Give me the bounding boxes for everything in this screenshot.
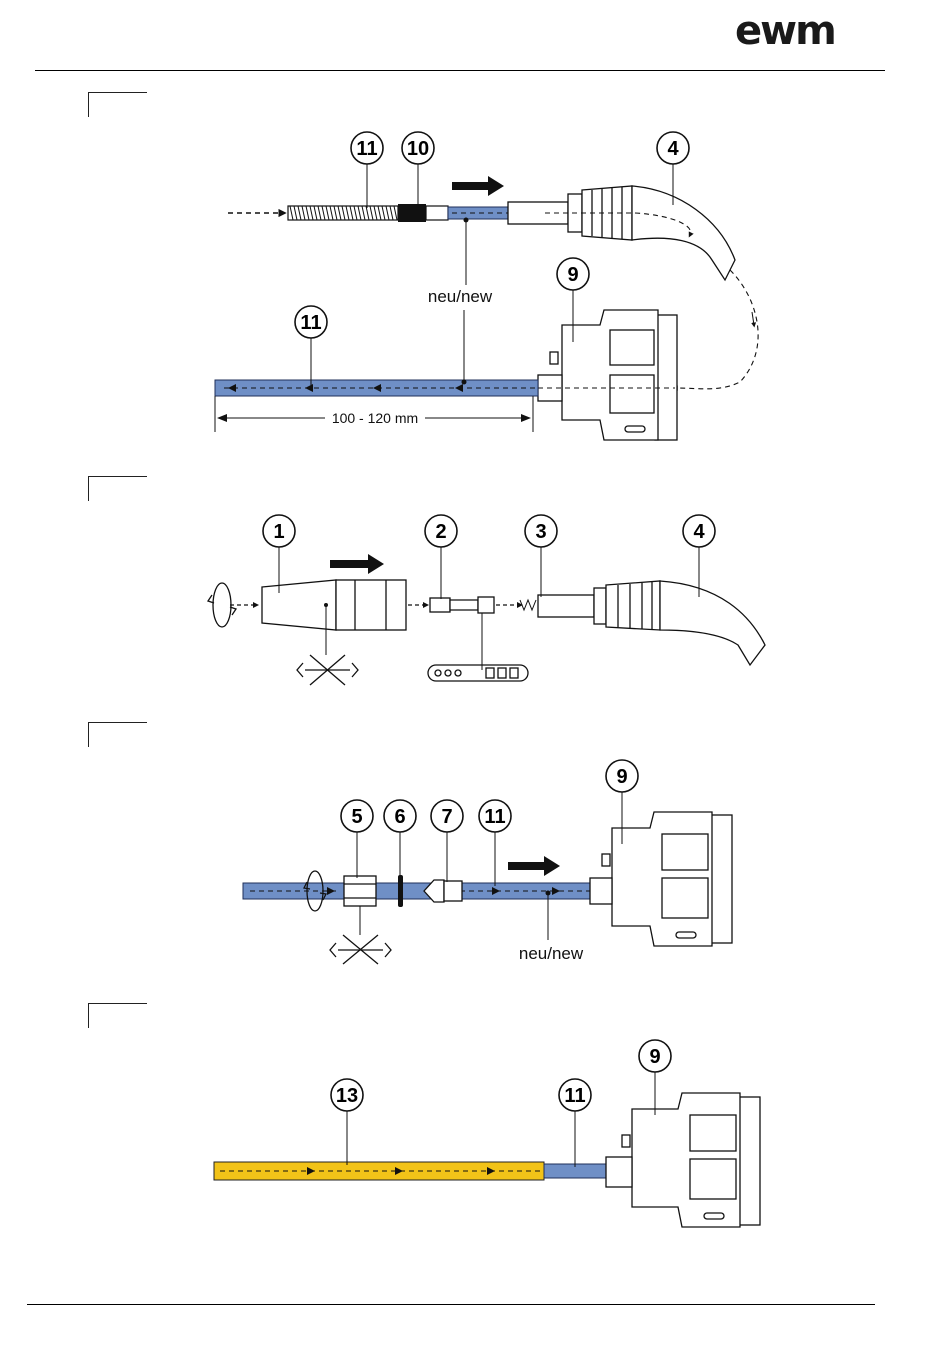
step-marker-1 <box>88 92 147 117</box>
callout-6: 6 <box>384 800 416 876</box>
pull-direction-arrow <box>330 554 384 574</box>
ewm-logo: ewm <box>735 6 875 56</box>
svg-text:13: 13 <box>336 1085 358 1107</box>
step-marker-2 <box>88 476 147 501</box>
footer-rule <box>27 1304 875 1305</box>
svg-text:9: 9 <box>649 1046 660 1068</box>
push-direction-arrow <box>452 176 504 196</box>
gas-nozzle <box>262 580 406 630</box>
no-tool-icon-3 <box>330 935 391 964</box>
callout-7: 7 <box>431 800 463 882</box>
svg-text:6: 6 <box>394 806 405 828</box>
svg-text:11: 11 <box>300 312 321 334</box>
dimension-label: 100 - 120 mm <box>332 410 418 426</box>
torch-neck-2 <box>538 581 765 665</box>
figure-3-liner-fitting: neu/new 5 6 7 11 9 <box>0 750 950 970</box>
svg-text:10: 10 <box>407 138 429 160</box>
svg-text:1: 1 <box>273 521 284 543</box>
o-ring <box>398 875 403 907</box>
no-tool-icon <box>297 655 358 685</box>
svg-text:4: 4 <box>667 138 679 160</box>
logo-text: ewm <box>735 6 835 56</box>
callout-11c: 11 <box>479 800 511 886</box>
central-connector-3 <box>590 812 732 946</box>
callout-5: 5 <box>341 800 373 878</box>
svg-text:5: 5 <box>351 806 362 828</box>
figure-4-guide-tube: 13 11 9 <box>0 1035 950 1235</box>
torch-neck <box>508 186 735 280</box>
push-direction-arrow-3 <box>508 856 560 876</box>
callout-11b: 11 <box>295 306 327 386</box>
figure-1-liner-measure: 100 - 120 mm neu/new 11 10 4 9 11 <box>0 120 950 450</box>
svg-text:11: 11 <box>484 806 505 828</box>
header-rule <box>35 70 885 71</box>
new-label: neu/new <box>428 287 493 306</box>
svg-text:9: 9 <box>616 766 627 788</box>
figure-2-disassembly: 1 2 3 4 <box>0 505 950 700</box>
svg-text:11: 11 <box>356 138 377 160</box>
svg-text:3: 3 <box>535 521 546 543</box>
svg-text:11: 11 <box>564 1085 585 1107</box>
svg-text:2: 2 <box>435 521 446 543</box>
step-marker-3 <box>88 722 147 747</box>
contact-tip <box>430 597 494 613</box>
callout-11a: 11 <box>351 132 383 208</box>
liner-sleeve <box>398 204 426 222</box>
central-connector-4 <box>606 1093 760 1227</box>
callout-2: 2 <box>425 515 457 599</box>
callout-11d: 11 <box>559 1079 591 1167</box>
step-marker-4 <box>88 1003 147 1028</box>
callout-13: 13 <box>331 1079 363 1165</box>
new-label-3: neu/new <box>519 944 584 963</box>
callout-3: 3 <box>525 515 557 597</box>
svg-text:4: 4 <box>693 521 705 543</box>
svg-text:7: 7 <box>441 806 452 828</box>
union-nut <box>344 876 376 906</box>
callout-9c: 9 <box>639 1040 671 1115</box>
central-connector <box>538 310 677 440</box>
tip-wrench-icon <box>428 665 528 681</box>
svg-text:9: 9 <box>567 264 578 286</box>
callout-10: 10 <box>402 132 434 206</box>
callout-1: 1 <box>263 515 295 593</box>
